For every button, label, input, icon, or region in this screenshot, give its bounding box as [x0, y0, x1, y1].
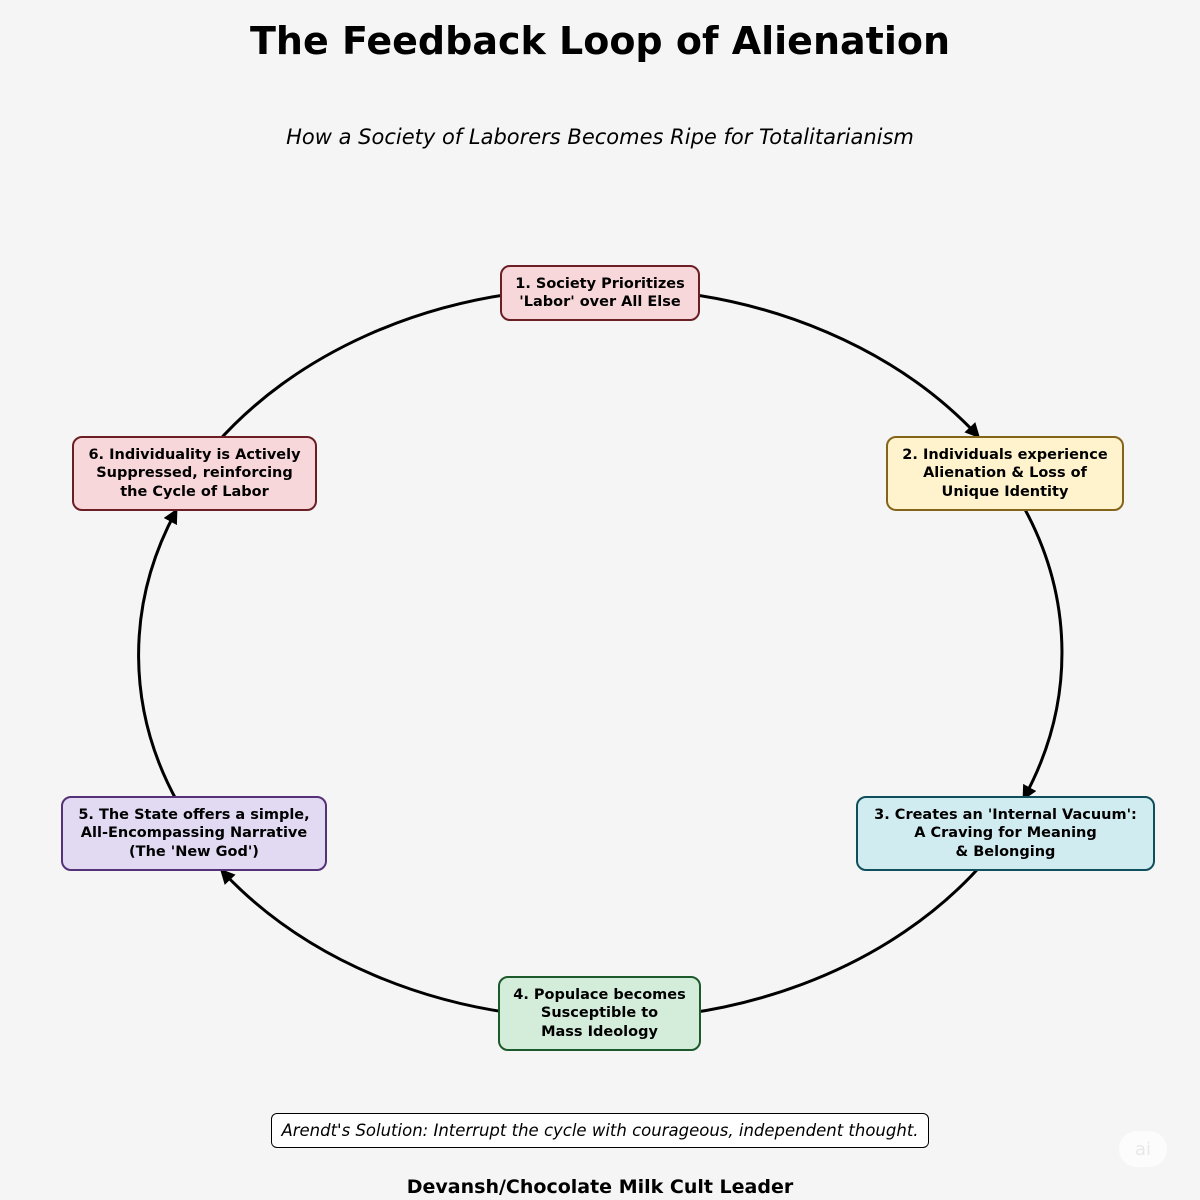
- step-3-internal-vacuum-box: 3. Creates an 'Internal Vacuum': A Cravi…: [856, 796, 1155, 871]
- arrow-5-to-6: [137, 508, 180, 804]
- ai-watermark: ai: [1119, 1131, 1167, 1167]
- diagram-subtitle: How a Society of Laborers Becomes Ripe f…: [286, 125, 914, 149]
- step-6-individuality-suppressed-box: 6. Individuality is Actively Suppressed,…: [72, 436, 317, 511]
- step-2-alienation-box: 2. Individuals experience Alienation & L…: [886, 436, 1124, 511]
- step-5-state-narrative-box: 5. The State offers a simple, All-Encomp…: [61, 796, 327, 871]
- arrow-2-to-3: [1020, 503, 1064, 801]
- author-credit: Devansh/Chocolate Milk Cult Leader: [406, 1176, 794, 1198]
- diagram-title: The Feedback Loop of Alienation: [249, 19, 950, 63]
- solution-callout: Arendt's Solution: Interrupt the cycle w…: [271, 1113, 929, 1148]
- step-4-mass-ideology-box: 4. Populace becomes Susceptible to Mass …: [498, 976, 701, 1051]
- step-1-labor-priority-box: 1. Society Prioritizes 'Labor' over All …: [500, 265, 700, 321]
